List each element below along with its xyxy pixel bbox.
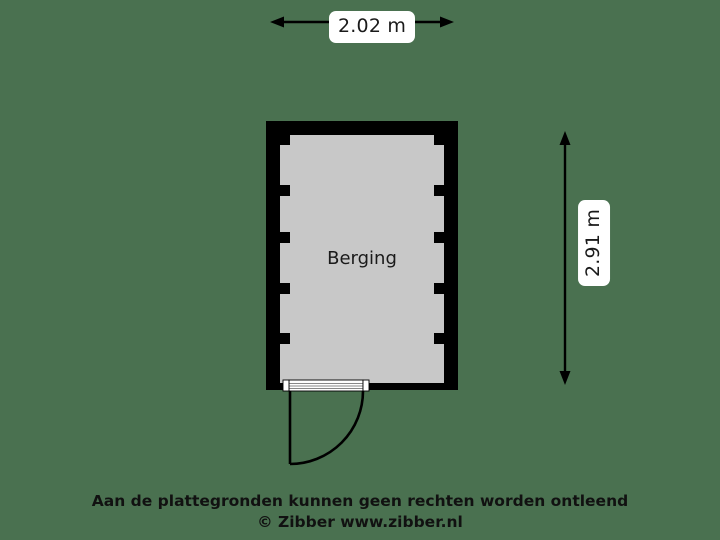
footer-disclaimer: Aan de plattegronden kunnen geen rechten… — [0, 491, 720, 533]
door-swing — [288, 390, 365, 466]
footer-credit-line: © Zibber www.zibber.nl — [257, 513, 463, 531]
dimension-label-height: 2.91 m — [578, 199, 611, 287]
wall-tick-marks-left — [280, 135, 290, 344]
wall-tick-marks-right — [434, 135, 444, 344]
room-label-berging: Berging — [327, 248, 397, 269]
door-opening — [282, 379, 370, 392]
dimension-arrow-vertical — [559, 131, 571, 385]
dimension-label-width: 2.02 m — [329, 11, 416, 43]
room-walls — [266, 121, 458, 390]
room-floor — [280, 135, 444, 383]
footer-disclaimer-line: Aan de plattegronden kunnen geen rechten… — [91, 492, 629, 510]
